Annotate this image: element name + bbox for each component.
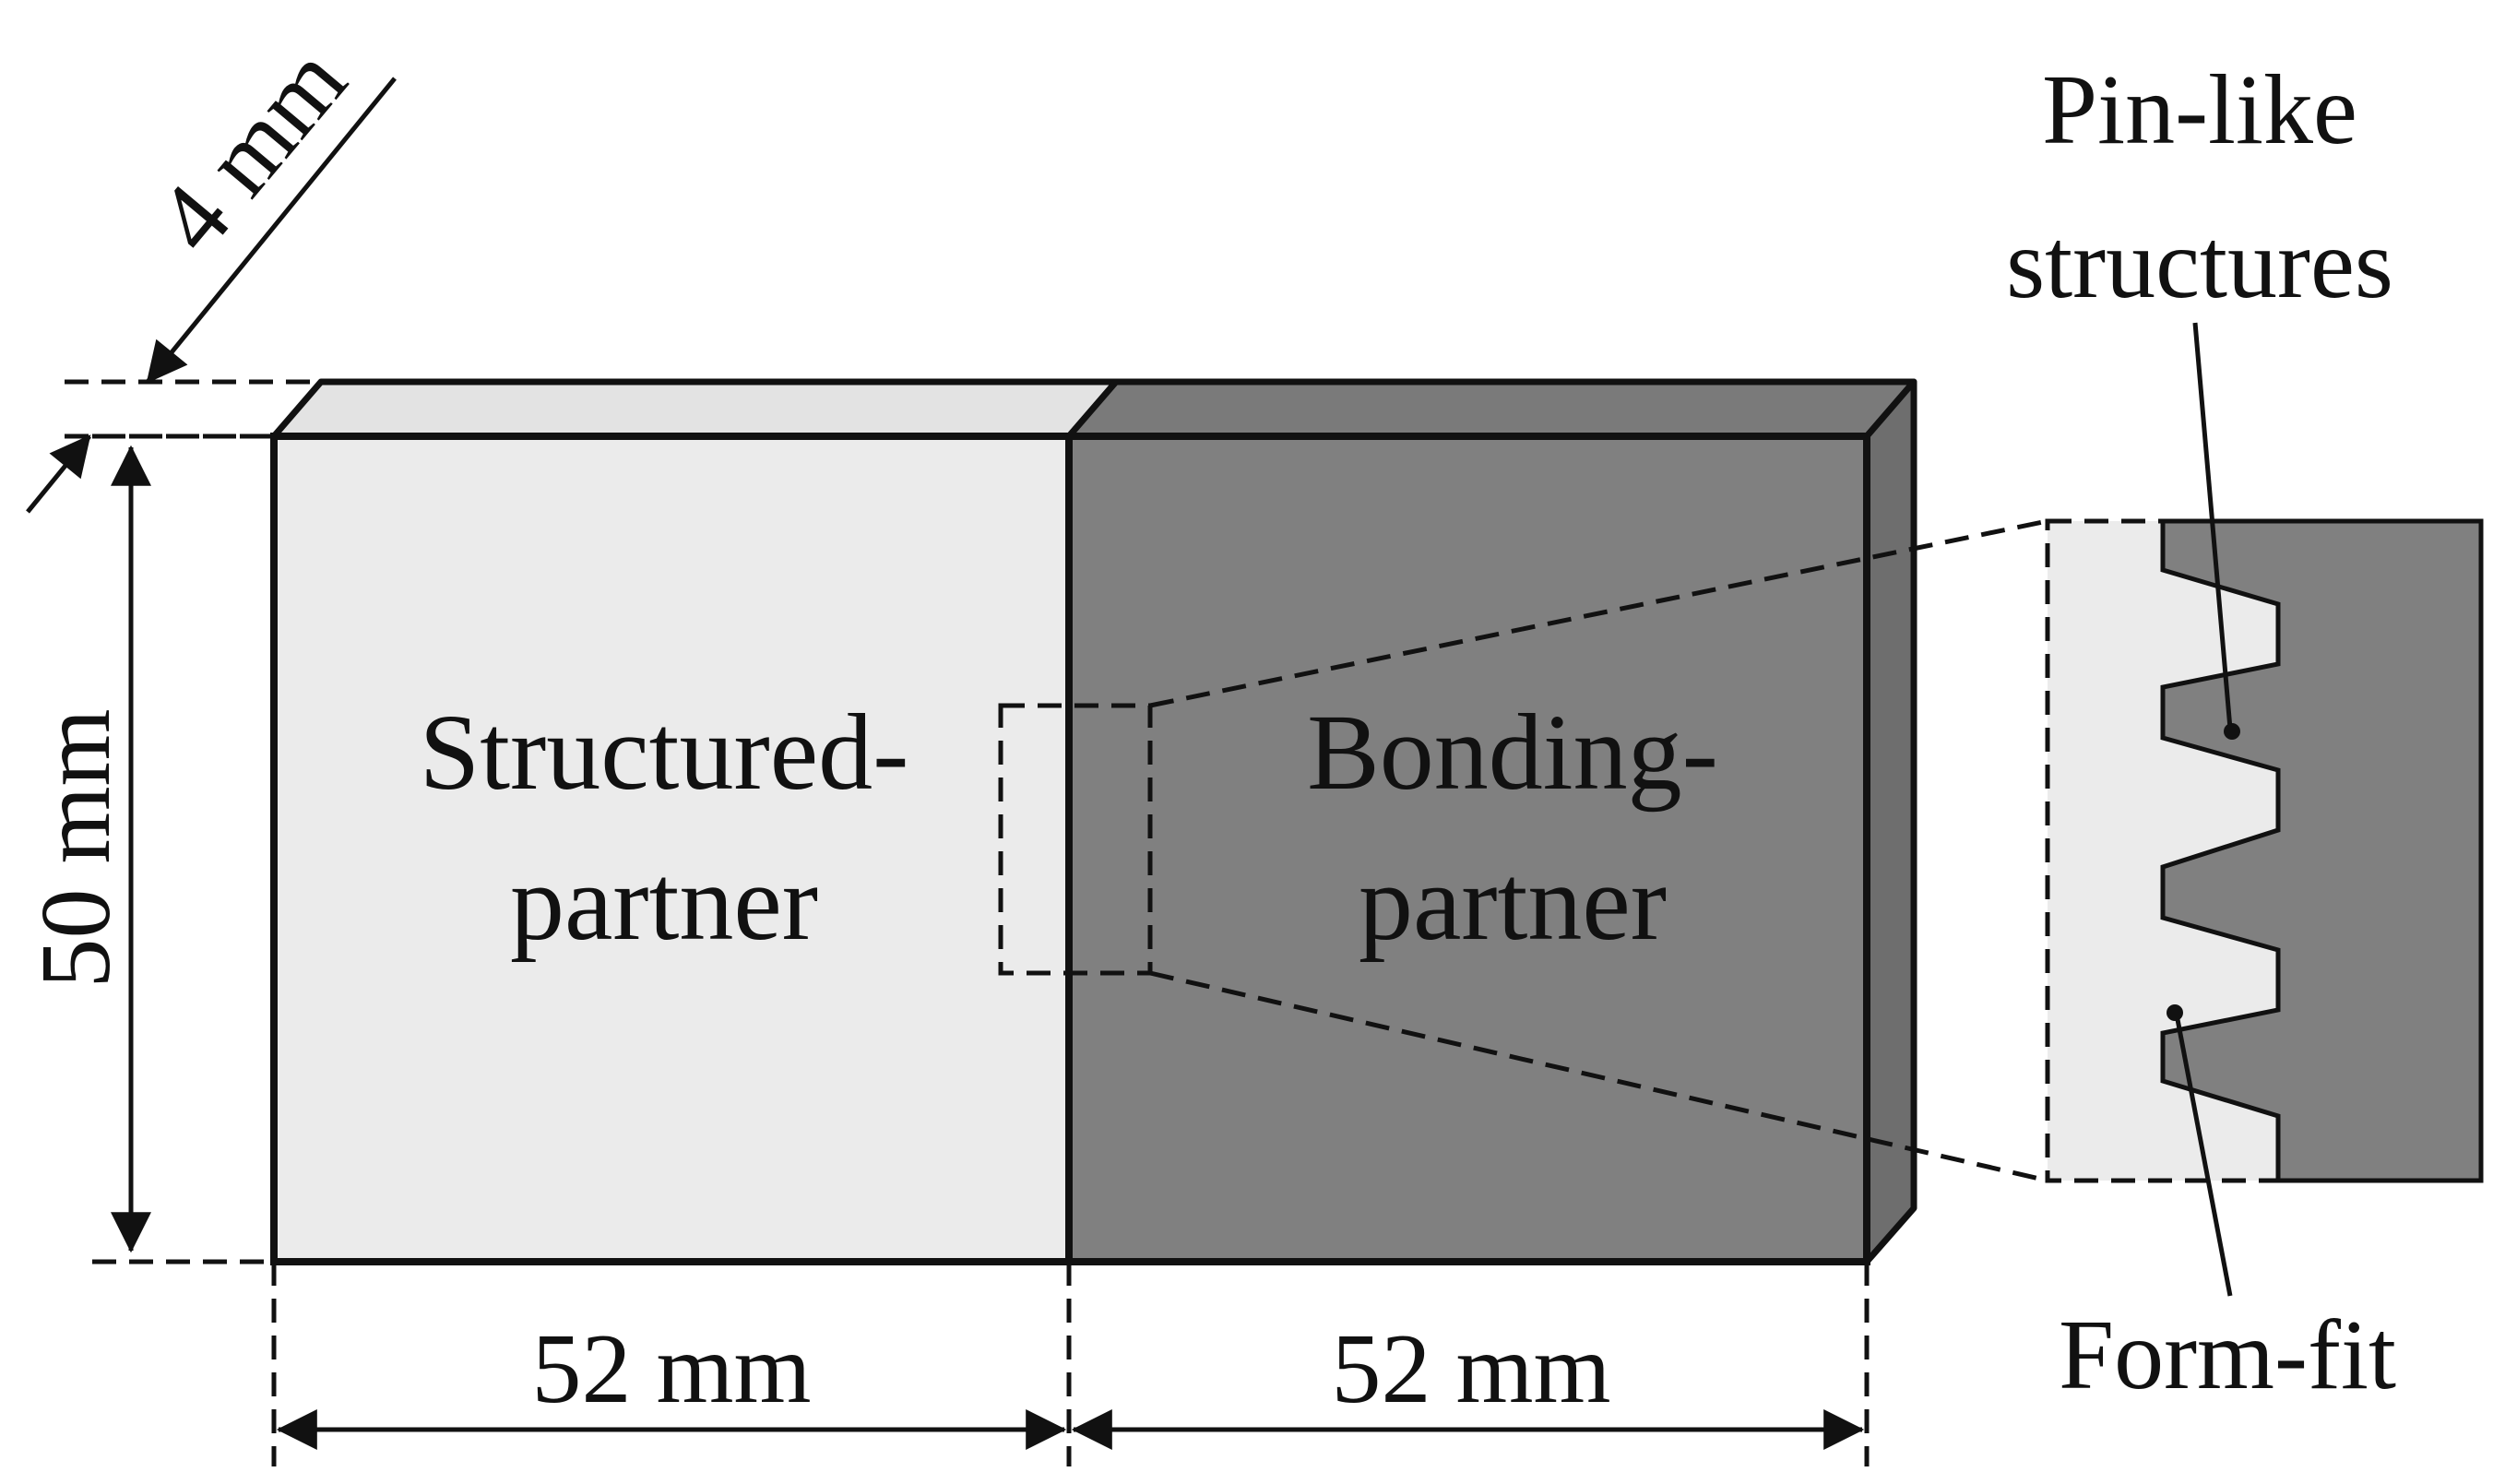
height-dimension-label: 50 mm <box>21 708 131 988</box>
thickness-arrow-upper <box>146 77 397 384</box>
structured-partner-front-face <box>270 433 1073 1265</box>
form-fit-leader-dot <box>2167 1004 2183 1021</box>
width-left-dimension-label: 52 mm <box>531 1314 811 1424</box>
width-right-dimension-label: 52 mm <box>1331 1314 1610 1424</box>
zoom-line-bottom <box>1149 970 2048 1183</box>
bonding-partner-top-face <box>1065 378 1917 440</box>
bonding-partner-front-face <box>1065 433 1870 1265</box>
zoom-line-top <box>1149 518 2048 708</box>
form-fit-label: Form-fit <box>2059 1300 2396 1410</box>
thickness-arrow-lower <box>26 434 91 514</box>
structured-partner-top-face <box>270 378 1120 440</box>
pin-structures-label-line2: structures <box>2006 209 2393 319</box>
bonding-partner-label-line1: Bonding- <box>1307 692 1718 813</box>
form-fit-leader <box>2174 1014 2233 1297</box>
detail-region-box <box>998 703 1153 976</box>
pin-structures-label-line1: Pin-like <box>2042 55 2357 165</box>
bonding-partner-label-line2: partner <box>1359 842 1667 963</box>
detail-inset <box>2045 518 2484 1183</box>
structured-partner-label-line2: partner <box>510 842 818 963</box>
thickness-dimension-label: 4 mm <box>136 27 367 273</box>
detail-inset-bonding-area <box>2160 518 2484 1183</box>
detail-inset-border <box>2045 518 2484 1183</box>
structured-partner-label-line1: Structured- <box>420 692 909 813</box>
bonding-partner-side-face <box>1863 378 1917 1265</box>
pin-structures-leader <box>2192 322 2233 730</box>
pin-structures-leader-dot <box>2224 723 2240 740</box>
